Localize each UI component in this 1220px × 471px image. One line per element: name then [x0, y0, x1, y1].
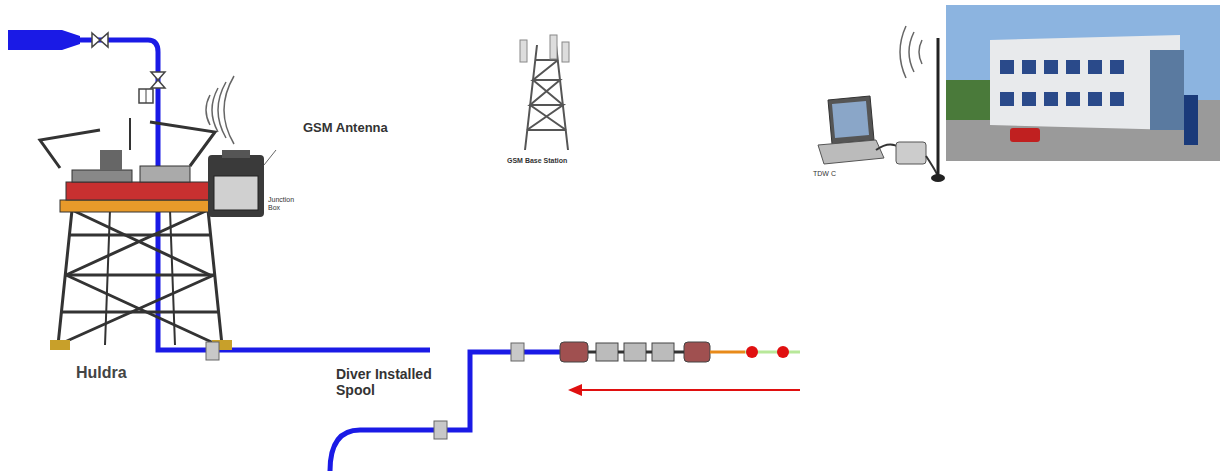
platform-name: Huldra: [76, 364, 127, 382]
junction-box-label: Junction Box: [268, 196, 298, 212]
laptop-label: TDW C: [813, 170, 836, 178]
antenna-label: GSM Antenna: [303, 121, 388, 136]
spool-label: Diver Installed Spool: [336, 366, 448, 398]
base-station-label: GSM Base Station: [507, 157, 567, 165]
